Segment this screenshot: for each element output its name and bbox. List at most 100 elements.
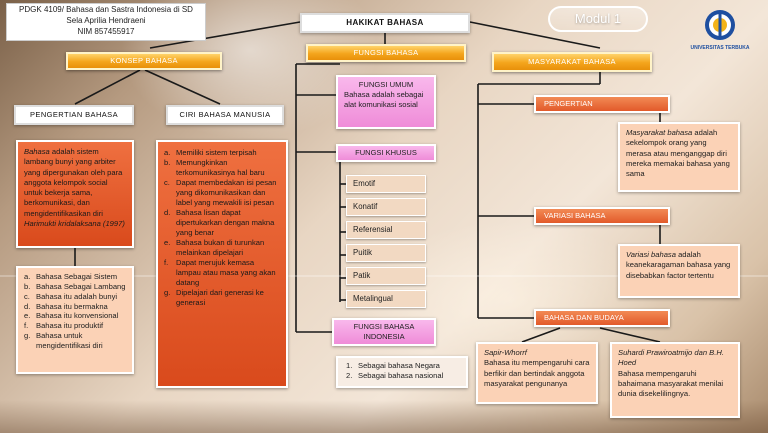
nature-list-item-text: Bahasa Sebagai Sistem [36, 272, 118, 281]
fungsi-indonesia-list-box: 1. Sebagai bahasa Negara 2. Sebagai bahasa … [336, 356, 468, 388]
hakikat-bahasa-node: HAKIKAT BAHASA [300, 13, 470, 33]
module-label: Modul 1 [574, 10, 622, 26]
ciri-list-item: d. Bahasa lisan dapat dipertukarkan denga… [164, 208, 280, 238]
nature-list-item: b. Bahasa Sebagai Lambang [24, 282, 126, 292]
variasi-bahasa-label: VARIASI BAHASA [544, 211, 606, 221]
hakikat-bahasa-label: HAKIKAT BAHASA [346, 17, 424, 27]
fungsi-khusus-item: Puitik [346, 244, 426, 262]
logo-text: UNIVERSITAS TERBUKA [690, 45, 750, 52]
fungsi-indonesia-label: FUNGSI BAHASA INDONESIA [353, 322, 415, 341]
course-title: PDGK 4109/ Bahasa dan Sastra Indonesia d… [19, 5, 193, 14]
sapir-box: Sapir-Whorrf Bahasa itu mempengaruhi car… [476, 342, 598, 404]
nature-list-item-marker: f. [24, 321, 29, 331]
ciri-list-item: e. Bahasa bukan di turunkan melainkan dip… [164, 238, 280, 258]
definition-source: Harimukti kridalaksana (1997) [24, 218, 125, 228]
fungsi-umum-title: FUNGSI UMUM [358, 80, 414, 89]
nature-list-item-text: Bahasa itu adalah bunyi [36, 291, 118, 301]
ciri-list-item-marker: b. [164, 158, 171, 168]
fungsi-khusus-item: Metalingual [346, 290, 426, 308]
nature-list-item-marker: a. [24, 272, 31, 281]
nature-list-item-text: Bahasa untuk mengidentifikasi diri [36, 331, 103, 351]
fungsi-indonesia-item-marker: 2. [346, 371, 353, 381]
definition-term: Bahasa [24, 147, 50, 156]
bahasa-budaya-node: BAHASA DAN BUDAYA [534, 309, 670, 327]
variasi-def-text: adalah keanekaragaman bahasa yang diseba… [626, 250, 731, 280]
fungsi-indonesia-list: 1. Sebagai bahasa Negara 2. Sebagai bahasa … [346, 361, 458, 382]
nature-list-item: a. Bahasa Sebagai Sistem [24, 272, 126, 282]
nature-list-item: f.Bahasa itu produktif [24, 321, 126, 331]
ciri-list-item-text: Dapat membedakan isi pesan yang dikomuni… [176, 178, 277, 208]
nature-list-item: g. Bahasa untuk mengidentifikasi diri [24, 331, 126, 351]
nature-list-box: a. Bahasa Sebagai Sistem b. Bahasa Sebagai … [16, 266, 134, 374]
fungsi-indonesia-item-text: Sebagai bahasa Negara [358, 361, 440, 370]
ciri-list-item-text: Memiliki sistem terpisah [176, 148, 257, 157]
fungsi-indonesia-item-text: Sebagai bahasa nasional [358, 371, 444, 381]
nature-list-item-marker: b. [24, 281, 31, 291]
fungsi-indonesia-item-marker: 1. [346, 361, 353, 370]
course-info-box: PDGK 4109/ Bahasa dan Sastra Indonesia d… [6, 3, 206, 41]
fungsi-umum-node: FUNGSI UMUM Bahasa adalah sebagai alat k… [336, 75, 436, 129]
ciri-list-item: b. Memungkinkan terkomunikasinya hal baru [164, 158, 280, 178]
fungsi-indonesia-node: FUNGSI BAHASA INDONESIA [332, 318, 436, 346]
ciri-list-item-text: Bahasa bukan di turunkan melainkan dipel… [176, 238, 265, 258]
ciri-list-item-text: Bahasa lisan dapat dipertukarkan dengan … [176, 208, 275, 238]
pengertian-label: PENGERTIAN [544, 99, 593, 109]
ciri-list-item-text: Memungkinkan terkomunikasinya hal baru [176, 158, 265, 178]
fungsi-khusus-label: FUNGSI KHUSUS [355, 148, 417, 158]
fungsi-khusus-item: Konatif [346, 198, 426, 216]
variasi-def-term: Variasi bahasa [626, 250, 676, 259]
variasi-bahasa-node: VARIASI BAHASA [534, 207, 670, 225]
masyarakat-bahasa-node: MASYARAKAT BAHASA [492, 52, 652, 72]
nature-list-item: d. Bahasa itu bermakna [24, 302, 126, 312]
fungsi-khusus-item: Patik [346, 267, 426, 285]
ciri-list-item: a. Memiliki sistem terpisah [164, 148, 280, 158]
nature-list-item-marker: e. [24, 311, 31, 321]
fungsi-indonesia-item: 1. Sebagai bahasa Negara [346, 361, 458, 371]
module-badge: Modul 1 [548, 6, 648, 32]
ciri-list-item-marker: a. [164, 148, 171, 157]
konsep-bahasa-label: KONSEP BAHASA [110, 56, 178, 66]
ciri-list-item-text: Dapat merujuk kemasa lampau atau masa ya… [176, 258, 276, 288]
author-name: Sela Aprilia Hendraeni [66, 15, 146, 25]
fungsi-bahasa-label: FUNGSI BAHASA [353, 48, 419, 58]
nature-list-item-marker: d. [24, 301, 31, 311]
ciri-list-item-marker: d. [164, 208, 171, 218]
nature-list-item: e.Bahasa itu konvensional [24, 311, 126, 321]
suhardi-box: Suhardi Prawiroatmijo dan B.H. Hoed Baha… [610, 342, 740, 418]
ciri-list-item-marker: g. [164, 288, 171, 298]
ut-emblem-icon [705, 10, 735, 40]
bahasa-budaya-label: BAHASA DAN BUDAYA [544, 313, 624, 323]
sapir-text: Bahasa itu mempengaruhi cara berfikir da… [484, 358, 590, 388]
ciri-list-box: a. Memiliki sistem terpisah b. Memungkinkan… [156, 140, 288, 388]
masyarakat-def-term: Masyarakat bahasa [626, 128, 693, 137]
fungsi-indonesia-item: 2. Sebagai bahasa nasional [346, 371, 458, 381]
fungsi-khusus-item: Emotif [346, 175, 426, 193]
ciri-list-item: f. Dapat merujuk kemasa lampau atau masa … [164, 258, 280, 288]
ciri-list-item-text: Dipelajari dari generasi ke generasi [176, 288, 264, 308]
fungsi-bahasa-node: FUNGSI BAHASA [306, 44, 466, 62]
definition-box: Bahasa adalah sistem lambang bunyi yang … [16, 140, 134, 248]
fungsi-khusus-item: Referensial [346, 221, 426, 239]
variasi-definition-box: Variasi bahasa adalah keanekaragaman bah… [618, 244, 740, 298]
nature-list-item-marker: c. [24, 291, 30, 301]
ciri-bahasa-node: CIRI BAHASA MANUSIA [166, 105, 284, 125]
nim-label: NIM 857455917 [77, 26, 135, 36]
definition-text: adalah sistem lambang bunyi yang arbiter… [24, 147, 123, 218]
fungsi-khusus-node: FUNGSI KHUSUS [336, 144, 436, 162]
masyarakat-def-text: adalah sekelompok orang yang merasa atau… [626, 128, 730, 178]
sapir-name: Sapir-Whorrf [484, 348, 527, 357]
nature-list: a. Bahasa Sebagai Sistem b. Bahasa Sebagai … [24, 272, 126, 351]
pengertian-node: PENGERTIAN [534, 95, 670, 113]
ciri-list-item-marker: e. [164, 238, 171, 248]
pengertian-bahasa-node: PENGERTIAN BAHASA [14, 105, 134, 125]
nature-list-item-text: Bahasa itu bermakna [36, 301, 108, 311]
ciri-list-item-marker: f. [164, 258, 169, 268]
nature-list-item: c. Bahasa itu adalah bunyi [24, 292, 126, 302]
ciri-list-item: g. Dipelajari dari generasi ke generasi [164, 288, 280, 308]
masyarakat-definition-box: Masyarakat bahasa adalah sekelompok oran… [618, 122, 740, 192]
masyarakat-bahasa-label: MASYARAKAT BAHASA [528, 57, 616, 67]
ciri-list-item-marker: c. [164, 178, 170, 188]
pengertian-bahasa-label: PENGERTIAN BAHASA [30, 110, 118, 120]
nature-list-item-marker: g. [24, 331, 31, 341]
nature-list-item-text: Bahasa Sebagai Lambang [36, 281, 126, 291]
